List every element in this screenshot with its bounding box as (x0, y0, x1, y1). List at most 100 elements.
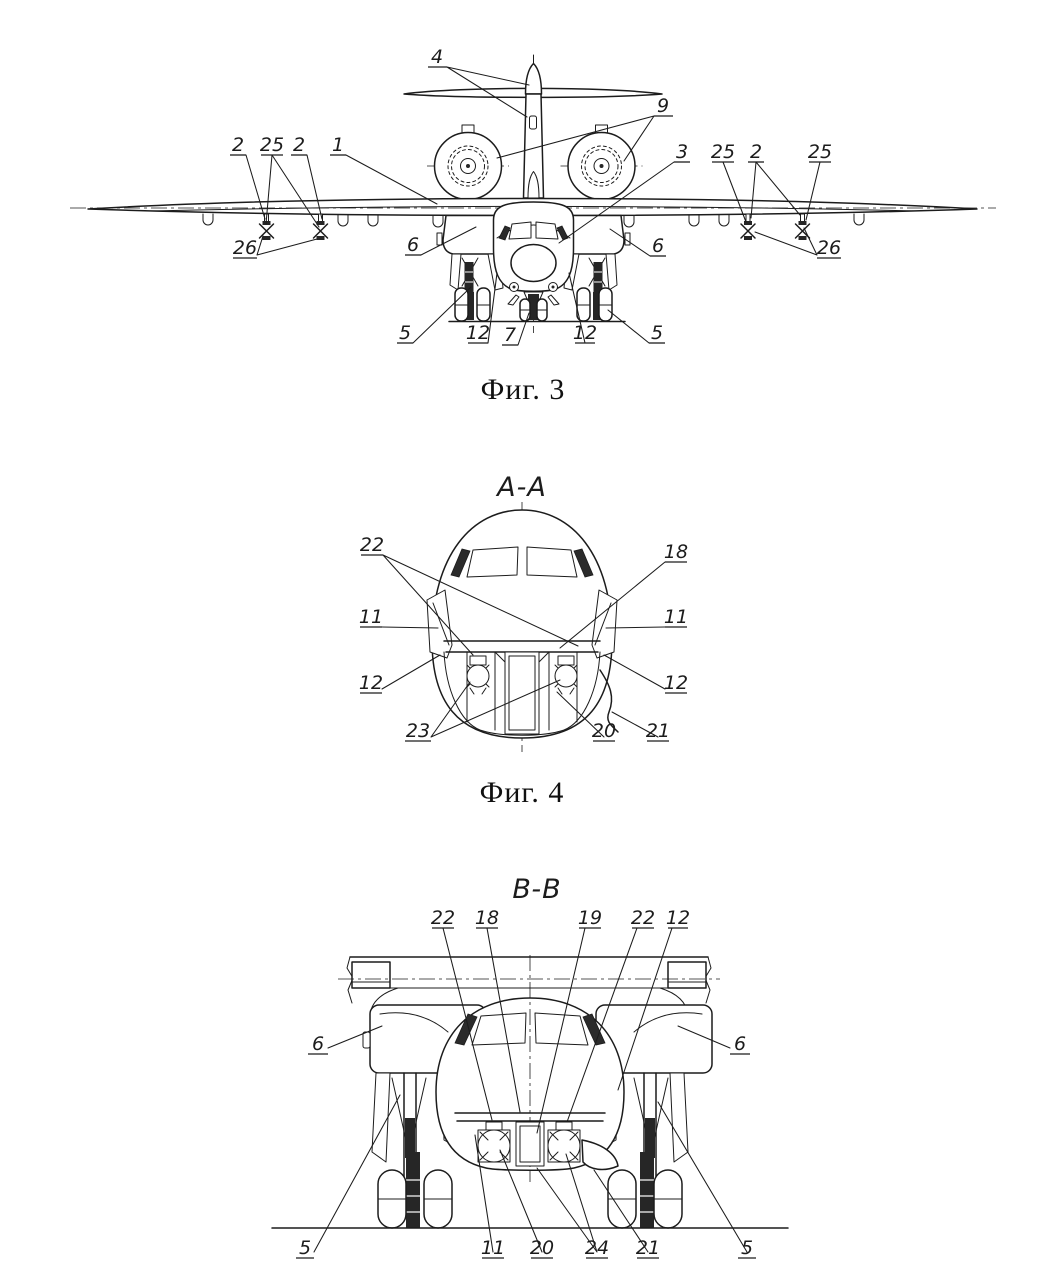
fig3-label-25c: 25 (805, 141, 832, 221)
part-label-1: 1 (332, 134, 344, 156)
fig4-label-18: 18 (559, 541, 688, 649)
fig3-label-2c: 2 (748, 141, 801, 219)
part-label-26: 26 (817, 237, 841, 259)
fig3-label-2a: 2 (230, 134, 266, 220)
part-label-12: 12 (466, 322, 490, 344)
fig5-label-6l: 6 (308, 1025, 383, 1055)
part-label-18: 18 (664, 541, 688, 563)
fig4-label-22: 22 (360, 534, 579, 656)
fig3-label-25b: 25 (711, 141, 747, 223)
part-label-6: 6 (312, 1033, 324, 1055)
main-gear-right (563, 253, 618, 322)
fig3-label-12r: 12 (568, 272, 597, 344)
fig3-label-5r: 5 (607, 309, 665, 344)
fig4-label-11r: 11 (605, 606, 688, 629)
fig3-label-7: 7 (502, 312, 530, 346)
part-label-12: 12 (664, 672, 688, 694)
part-label-12: 12 (666, 907, 690, 929)
part-label-3: 3 (676, 141, 688, 163)
part-label-22: 22 (431, 907, 455, 929)
fig5-device-right (547, 1121, 581, 1163)
nose-gear (519, 294, 548, 322)
fig3-label-12l: 12 (466, 272, 498, 344)
fig3-label-5l: 5 (397, 286, 472, 344)
store-3 (740, 213, 756, 240)
fig4-label-12r: 12 (603, 654, 688, 694)
store-2 (312, 213, 329, 240)
engine-right (560, 124, 643, 208)
fig4-label-12l: 12 (359, 654, 441, 694)
fig5-center-box (515, 1121, 545, 1167)
fig5-label-20: 20 (499, 1149, 554, 1259)
part-label-2: 2 (232, 134, 244, 156)
fig3-label-26r: 26 (754, 227, 841, 259)
part-label-20: 20 (592, 720, 616, 742)
part-label-4: 4 (431, 46, 443, 68)
part-label-11: 11 (359, 606, 383, 628)
fig4-drawing: A-A (359, 472, 688, 809)
flap-track-fairings (202, 213, 865, 228)
fig5-label-18: 18 (475, 907, 521, 1113)
fig4-windshield (450, 546, 594, 578)
fig3-caption: Фиг. 3 (481, 373, 566, 406)
part-label-6: 6 (652, 235, 664, 257)
part-label-2: 2 (750, 141, 762, 163)
fig5-label-5r: 5 (657, 1101, 756, 1259)
part-label-26: 26 (233, 237, 257, 259)
fig5-lower-deck (454, 1112, 606, 1122)
fig4-device-left (466, 655, 490, 695)
fig5-label-22b: 22 (566, 907, 655, 1123)
part-label-5: 5 (651, 322, 663, 344)
fig5-drawing: B-B (271, 874, 789, 1259)
fig3-label-25a: 25 (260, 134, 320, 228)
part-label-21: 21 (636, 1237, 660, 1259)
fuselage-front (492, 201, 575, 306)
part-label-12: 12 (573, 322, 597, 344)
fig5-wing (338, 956, 720, 1016)
part-label-6: 6 (407, 234, 419, 256)
fig5-label-21: 21 (593, 1169, 660, 1259)
fig4-label-21: 21 (611, 711, 670, 742)
fig5-spray-deflector (581, 1139, 619, 1171)
fig5-label-11: 11 (474, 1134, 505, 1259)
part-label-11: 11 (664, 606, 688, 628)
engine-left (427, 124, 509, 208)
fig5-label-12: 12 (617, 907, 690, 1091)
fig3-label-1: 1 (330, 134, 438, 205)
part-label-24: 24 (585, 1237, 609, 1259)
part-label-5: 5 (399, 322, 411, 344)
fig4-label-20: 20 (556, 691, 616, 742)
fig3-label-6r: 6 (609, 228, 666, 257)
fig5-label-6r: 6 (677, 1025, 750, 1055)
fig4-section-title: A-A (495, 472, 547, 503)
fig5-label-19: 19 (536, 907, 602, 1134)
part-label-23: 23 (406, 720, 430, 742)
fig3-label-6l: 6 (405, 226, 477, 256)
part-label-9: 9 (657, 95, 669, 117)
tail-bullet (524, 62, 543, 95)
part-label-25: 25 (260, 134, 284, 156)
fig5-device-left (477, 1121, 511, 1163)
part-label-25: 25 (808, 141, 832, 163)
fig5-label-22a: 22 (431, 907, 493, 1121)
part-label-12: 12 (359, 672, 383, 694)
part-label-6: 6 (734, 1033, 746, 1055)
fig5-label-24: 24 (536, 1153, 609, 1259)
fig3-label-26l: 26 (233, 235, 318, 259)
fig4-device-right (554, 655, 578, 695)
fig5-section-title: B-B (512, 874, 561, 905)
part-label-21: 21 (646, 720, 670, 742)
sponson-left (442, 214, 503, 255)
part-label-7: 7 (504, 324, 516, 346)
fig3-label-3: 3 (558, 141, 690, 244)
sponson-right (564, 214, 625, 255)
part-label-11: 11 (481, 1237, 505, 1259)
fig3-label-9: 9 (496, 95, 673, 162)
part-label-18: 18 (475, 907, 499, 929)
fig4-hose (599, 669, 619, 733)
fig3-label-4: 4 (428, 46, 530, 118)
part-label-19: 19 (578, 907, 602, 929)
part-label-20: 20 (530, 1237, 554, 1259)
fig3-label-2b: 2 (291, 134, 323, 220)
